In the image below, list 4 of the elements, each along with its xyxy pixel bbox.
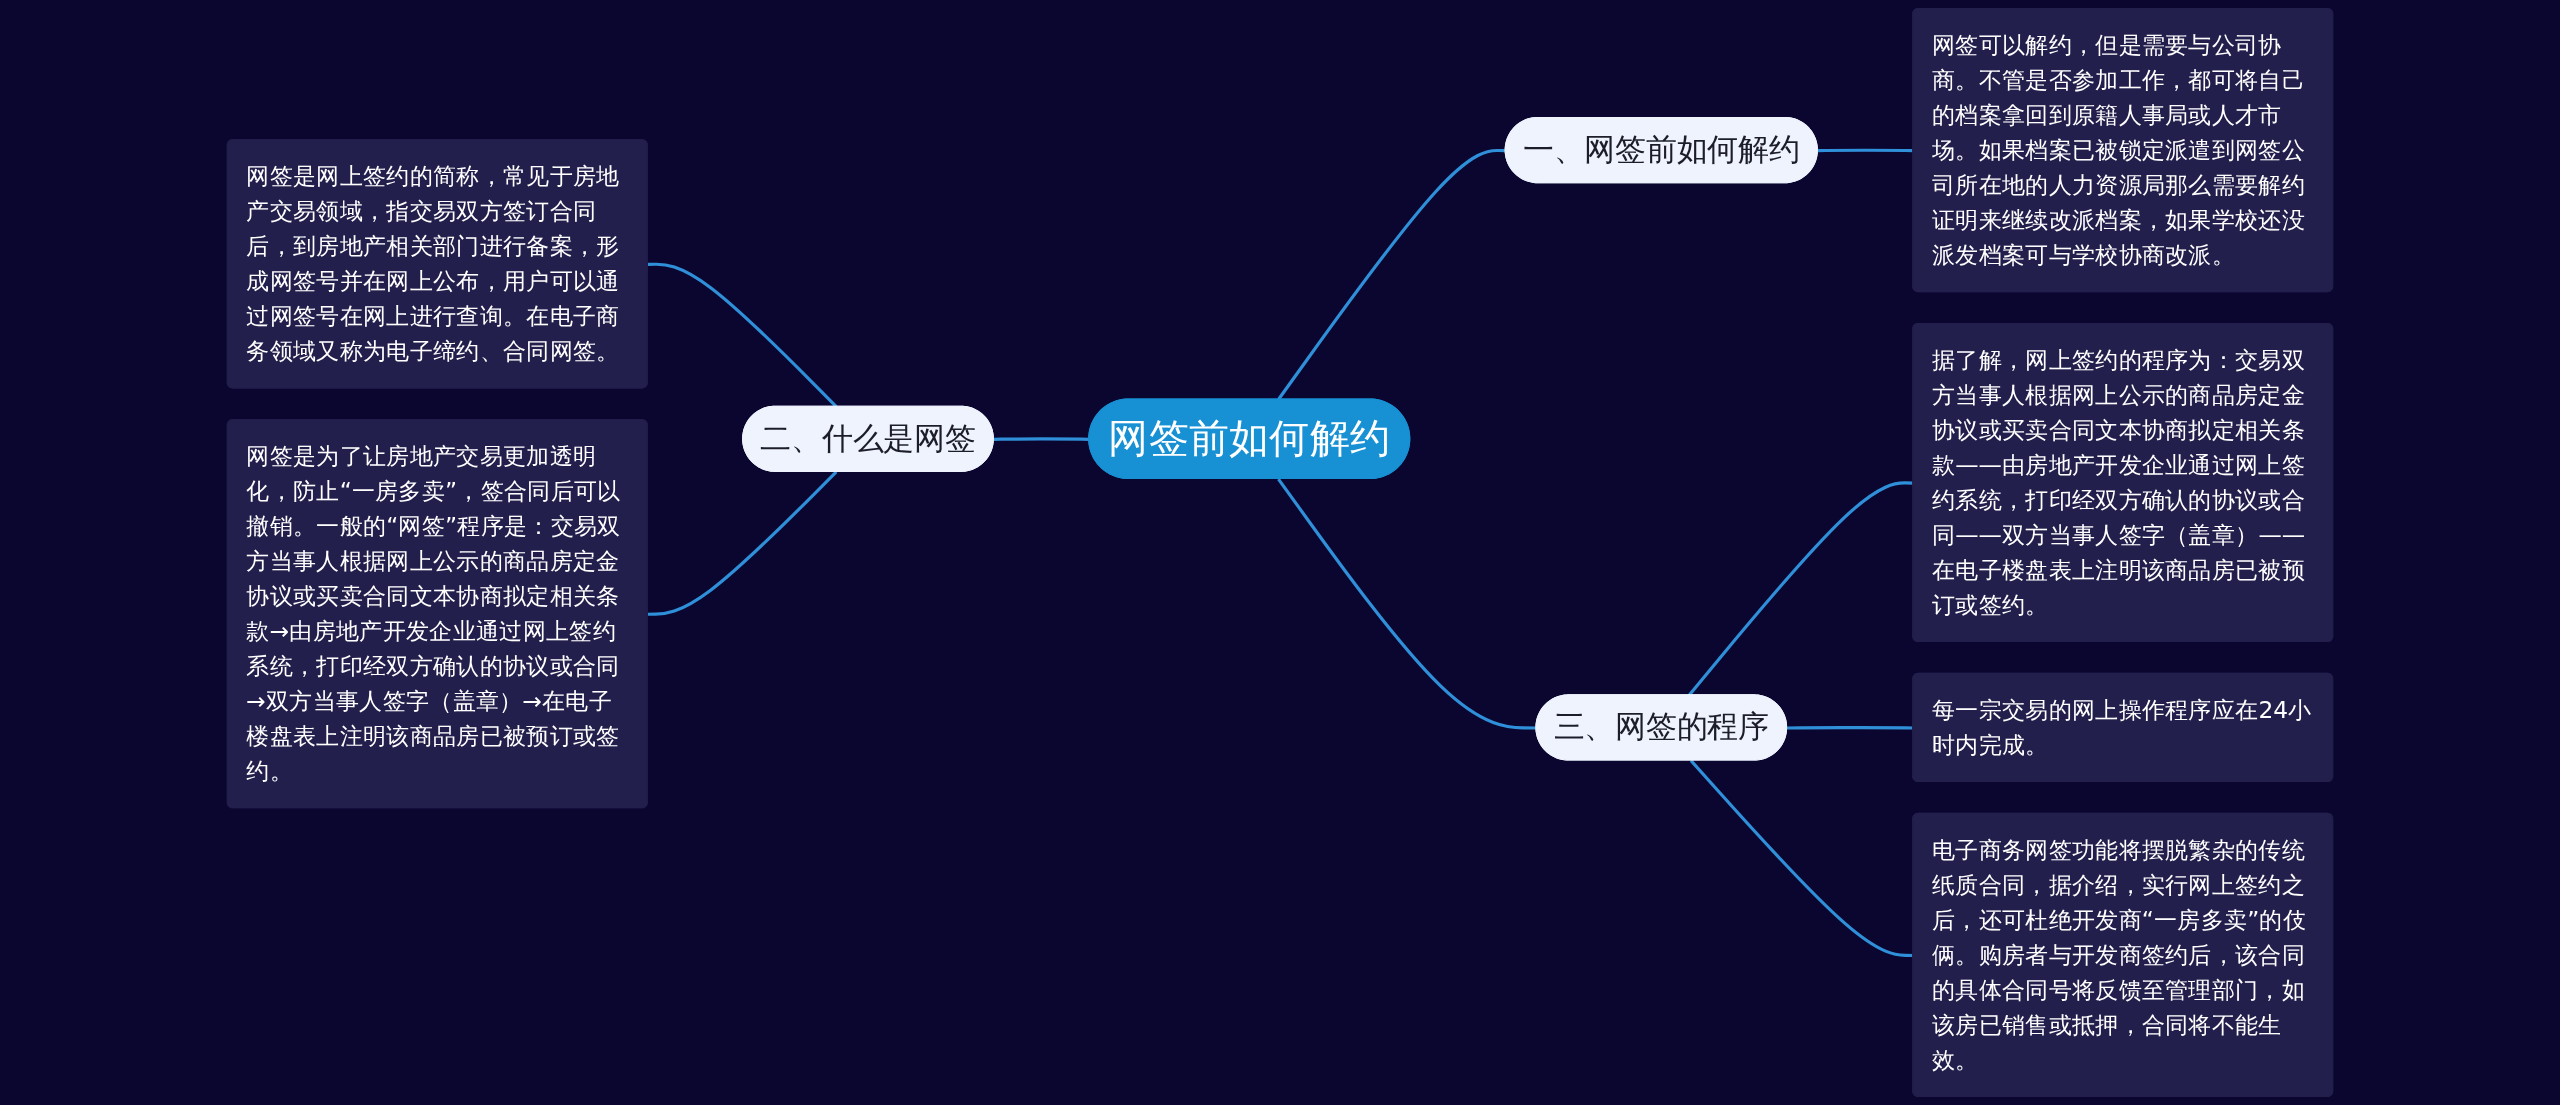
connector	[1277, 478, 1537, 730]
connector	[647, 470, 838, 616]
connector	[1277, 148, 1506, 401]
connector	[647, 262, 838, 408]
